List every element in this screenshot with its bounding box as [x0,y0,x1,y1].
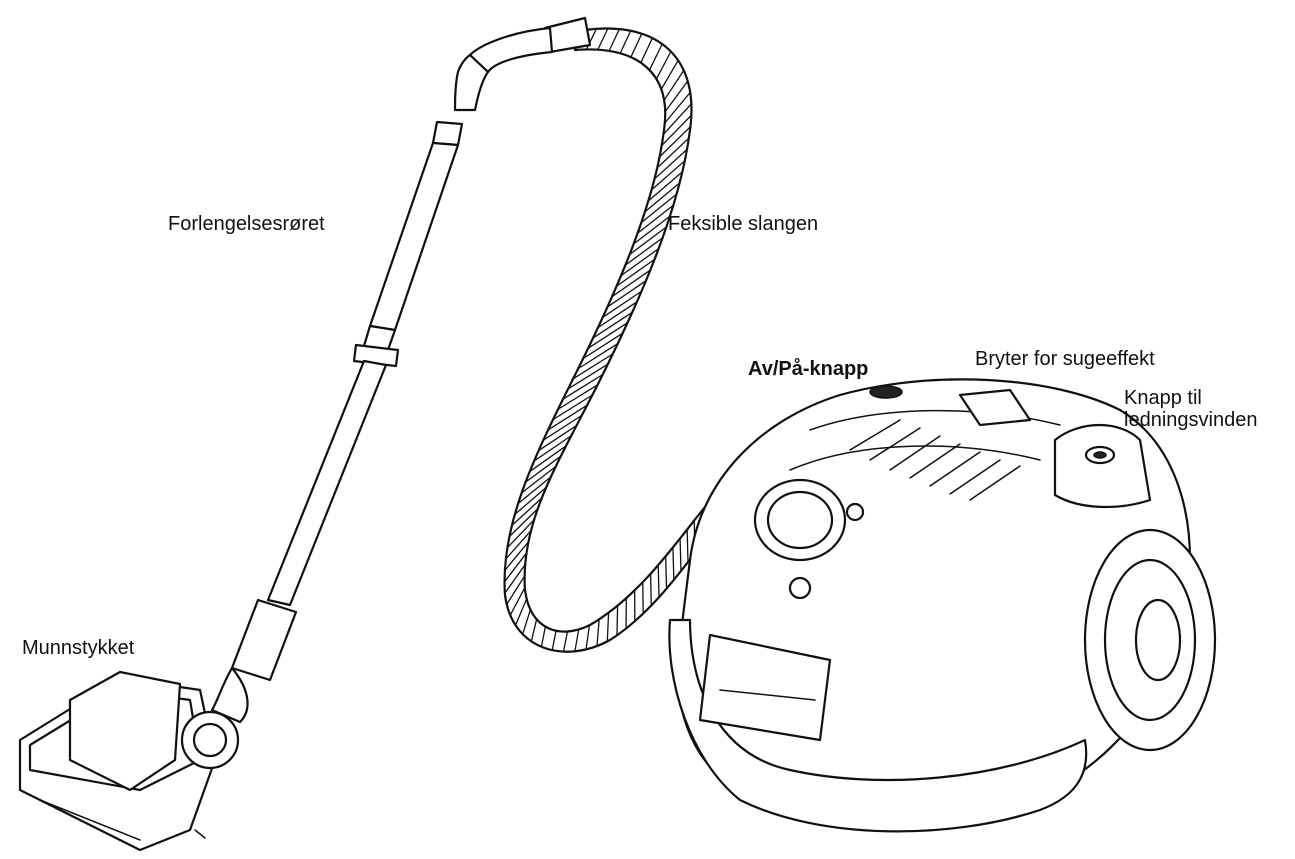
flexible-hose [503,27,802,653]
hose-rib [660,60,679,90]
hose-rib [606,612,610,642]
hose-rib [661,114,692,147]
extension-tube [230,120,464,682]
hose-rib [562,373,604,400]
hose-rib [574,629,580,652]
hose-rib [511,497,543,526]
hose-rib [597,28,609,51]
hose-rib [552,394,593,421]
hose-rib [607,280,647,308]
hose-rib [656,137,690,169]
hose-rib [625,237,663,266]
hose-rib [540,626,547,647]
rear-wheel [1083,528,1217,752]
hose-rib [608,28,620,52]
hose-rib [521,466,557,494]
hose-rib [616,605,619,636]
hose-rib [562,631,569,652]
hose-rib [651,160,686,191]
hose-rib [525,455,562,483]
hose-rib [533,435,572,462]
hose-rib [587,322,628,349]
hose-rib [633,215,671,245]
extension-tube-label: Forlengelsesrøret [168,213,325,235]
hose-rib [657,565,660,598]
hose-rib [572,353,614,380]
hose-rib [577,342,619,370]
hose-rib [557,384,598,410]
nozzle-label: Munnstykket [22,637,135,659]
hose-rib [530,619,538,642]
hose-rib [664,80,689,113]
hose-rib [517,476,552,505]
hose-rib [640,37,653,63]
hose-rib [592,311,633,339]
suction-switch-label: Bryter for sugeeffekt [975,348,1155,370]
hose-handle [453,16,592,112]
hose-rib [508,508,539,538]
hose-rib [514,598,528,626]
hose-rib [506,519,535,549]
hose-rib [629,226,667,256]
hose-rib [538,425,577,452]
hose-rib [672,547,675,580]
flexible-hose-label: Feksible slangen [668,213,819,235]
hose-rib [611,269,651,298]
cord-rewind-label: Knapp til ledningsvinden [1124,387,1257,431]
cord-rewind-label-line1: Knapp til [1124,387,1202,409]
hose-rib [662,103,692,135]
hose-rib [655,51,672,80]
hose-rib [616,258,655,287]
hose-rib [659,126,691,158]
hose-rib [648,43,663,71]
hose-rib [630,33,643,58]
hose-rib [619,30,632,54]
hose-rib [596,619,600,647]
hose-rib [654,148,688,180]
hose-rib [547,404,588,431]
air-vent-grille [849,419,1021,501]
hose-rib [582,332,624,359]
hose-rib [514,486,547,516]
hose-rib [506,575,526,605]
hose-rib [665,556,668,589]
hose-rib [679,538,682,572]
hose-rib [585,625,591,650]
hose-rib [663,70,685,101]
hose-rib [504,564,526,594]
hose-rib [551,630,557,651]
hose-rib [542,414,583,441]
hose-rib [509,587,526,616]
hose-rib [640,193,678,223]
hose-rib [504,552,527,583]
suction-switch[interactable] [958,388,1032,427]
cord-rewind-label-line2: ledningsvinden [1124,409,1258,431]
hose-rib [620,248,660,277]
hose-rib [602,290,642,318]
hose-rib [567,363,609,390]
power-button-label: Av/På-knapp [748,358,869,380]
hose-rib [647,171,683,202]
hose-rib [637,204,674,234]
hose-rib [522,609,532,635]
hose-rib [664,91,691,124]
power-button[interactable] [869,385,903,399]
hose-rib [597,301,638,329]
hose-rib [505,530,532,560]
hose-rib [529,445,567,473]
hose-rib [504,541,529,571]
hose-rib [686,529,689,563]
vacuum-body [668,378,1217,833]
floor-nozzle [18,666,249,852]
hose-rib [644,182,681,213]
hose-rib [649,573,652,606]
